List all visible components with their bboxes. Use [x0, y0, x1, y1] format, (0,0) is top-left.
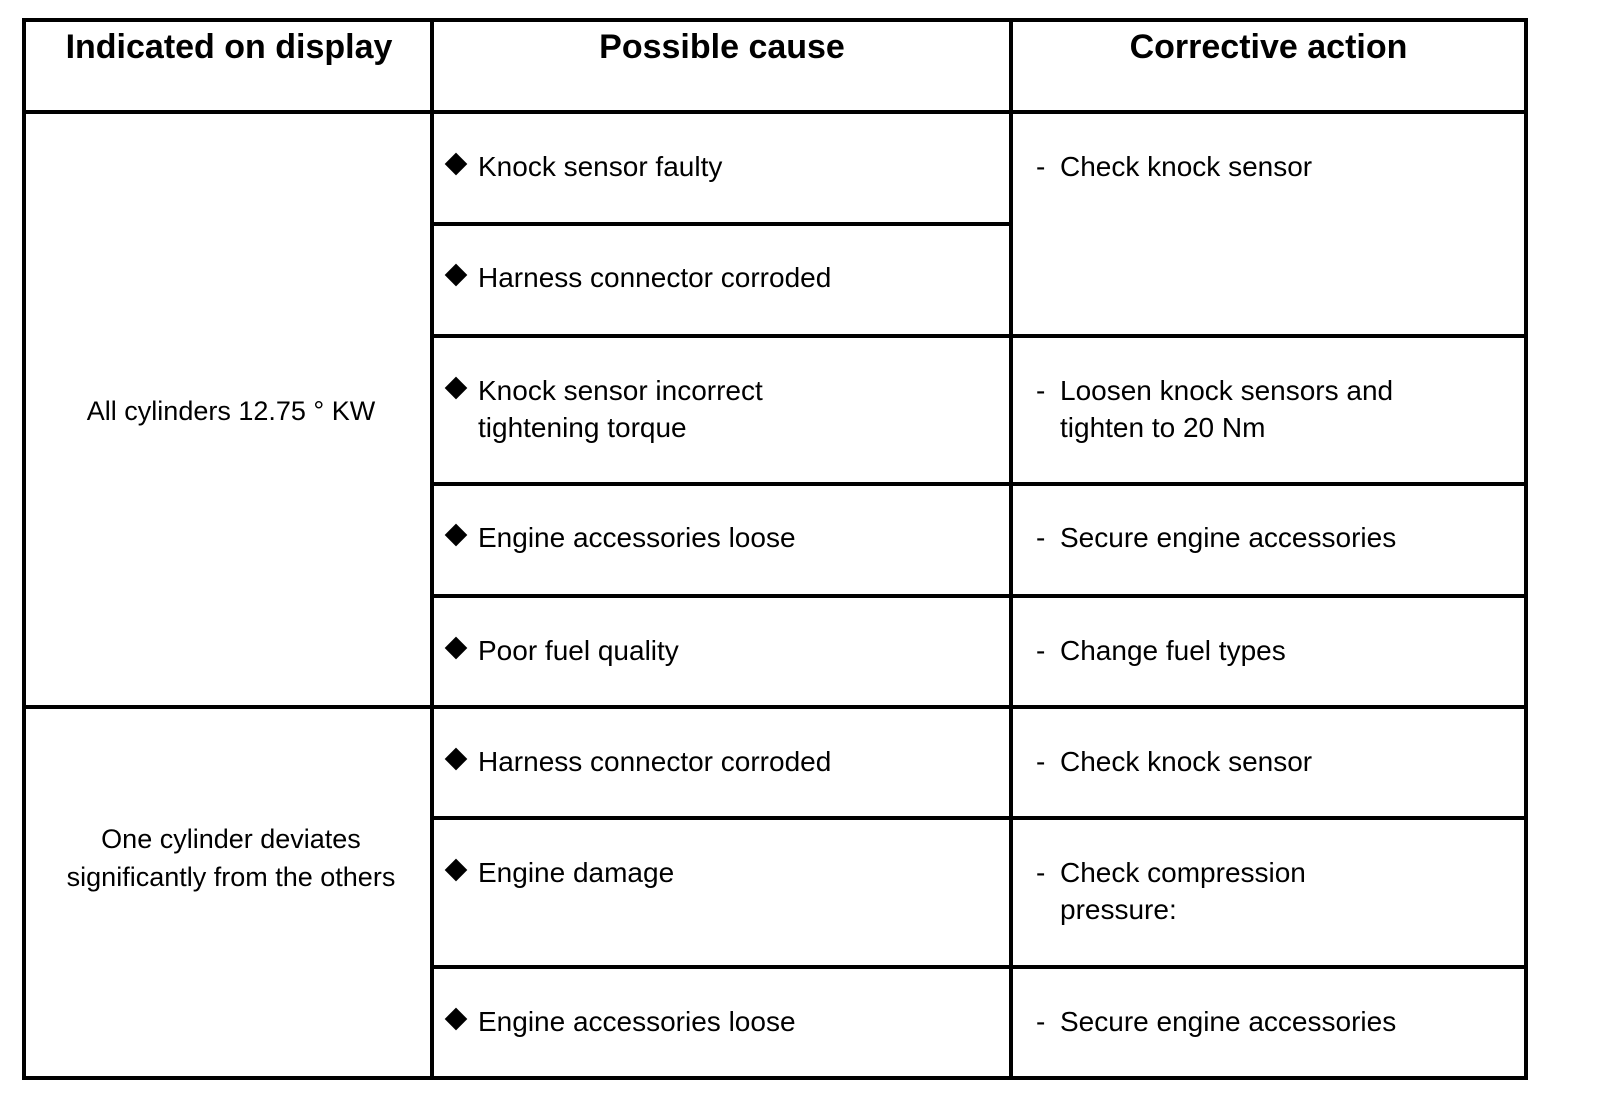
cause-item: Knock sensor incorrect tightening torque	[444, 372, 844, 446]
diamond-bullet-icon	[444, 1007, 468, 1031]
cause-text: Engine damage	[478, 857, 675, 888]
column-divider	[430, 22, 434, 1076]
action-text: Check compression pressure:	[1060, 857, 1306, 925]
action-item: - Loosen knock sensors and tighten to 20…	[1036, 372, 1466, 446]
row-divider	[432, 222, 1012, 226]
action-text: Check knock sensor	[1060, 151, 1313, 182]
action-item: - Check compression pressure:	[1036, 854, 1376, 928]
row-divider	[432, 594, 1524, 598]
group-divider	[26, 705, 1524, 709]
header-indicated-on-display: Indicated on display	[65, 28, 393, 66]
cause-item: Engine accessories loose	[444, 519, 1004, 556]
action-item: - Check knock sensor	[1036, 743, 1516, 780]
dash-marker: -	[1036, 375, 1046, 406]
action-item: - Secure engine accessories	[1036, 519, 1516, 556]
row-divider	[432, 965, 1524, 969]
cause-item: Knock sensor faulty	[444, 148, 1004, 185]
action-item: - Change fuel types	[1036, 632, 1516, 669]
diamond-bullet-icon	[444, 858, 468, 882]
action-text: Secure engine accessories	[1060, 522, 1397, 553]
action-item: - Check knock sensor	[1036, 148, 1516, 185]
dash-marker: -	[1036, 1006, 1046, 1037]
cause-text: Harness connector corroded	[478, 746, 832, 777]
troubleshooting-table: Indicated on display Possible cause Corr…	[22, 18, 1528, 1080]
dash-marker: -	[1036, 746, 1046, 777]
cause-item: Harness connector corroded	[444, 743, 1004, 780]
cause-text: Poor fuel quality	[478, 635, 679, 666]
cause-item: Engine accessories loose	[444, 1003, 1004, 1040]
header-corrective-action: Corrective action	[1129, 28, 1408, 66]
header-divider	[26, 110, 1524, 114]
cause-item: Harness connector corroded	[444, 259, 1004, 296]
diamond-bullet-icon	[444, 747, 468, 771]
dash-marker: -	[1036, 522, 1046, 553]
column-divider	[1009, 22, 1013, 1076]
dash-marker: -	[1036, 151, 1046, 182]
action-text: Check knock sensor	[1060, 746, 1313, 777]
indicated-one-cylinder: One cylinder deviates significantly from…	[66, 824, 396, 892]
row-divider	[432, 334, 1524, 338]
action-text: Secure engine accessories	[1060, 1006, 1397, 1037]
diamond-bullet-icon	[444, 263, 468, 287]
cause-item: Poor fuel quality	[444, 632, 1004, 669]
row-divider	[432, 816, 1524, 820]
dash-marker: -	[1036, 635, 1046, 666]
diamond-bullet-icon	[444, 152, 468, 176]
cause-item: Engine damage	[444, 854, 1004, 891]
row-divider	[432, 482, 1524, 486]
diamond-bullet-icon	[444, 523, 468, 547]
cause-text: Engine accessories loose	[478, 522, 796, 553]
action-text: Loosen knock sensors and tighten to 20 N…	[1060, 375, 1394, 443]
diamond-bullet-icon	[444, 636, 468, 660]
diamond-bullet-icon	[444, 376, 468, 400]
cause-text: Knock sensor faulty	[478, 151, 723, 182]
dash-marker: -	[1036, 857, 1046, 888]
action-item: - Secure engine accessories	[1036, 1003, 1516, 1040]
action-text: Change fuel types	[1060, 635, 1286, 666]
header-possible-cause: Possible cause	[599, 28, 845, 66]
cause-text: Harness connector corroded	[478, 262, 832, 293]
indicated-all-cylinders: All cylinders 12.75 ° KW	[86, 396, 376, 426]
cause-text: Knock sensor incorrect tightening torque	[478, 375, 763, 443]
cause-text: Engine accessories loose	[478, 1006, 796, 1037]
